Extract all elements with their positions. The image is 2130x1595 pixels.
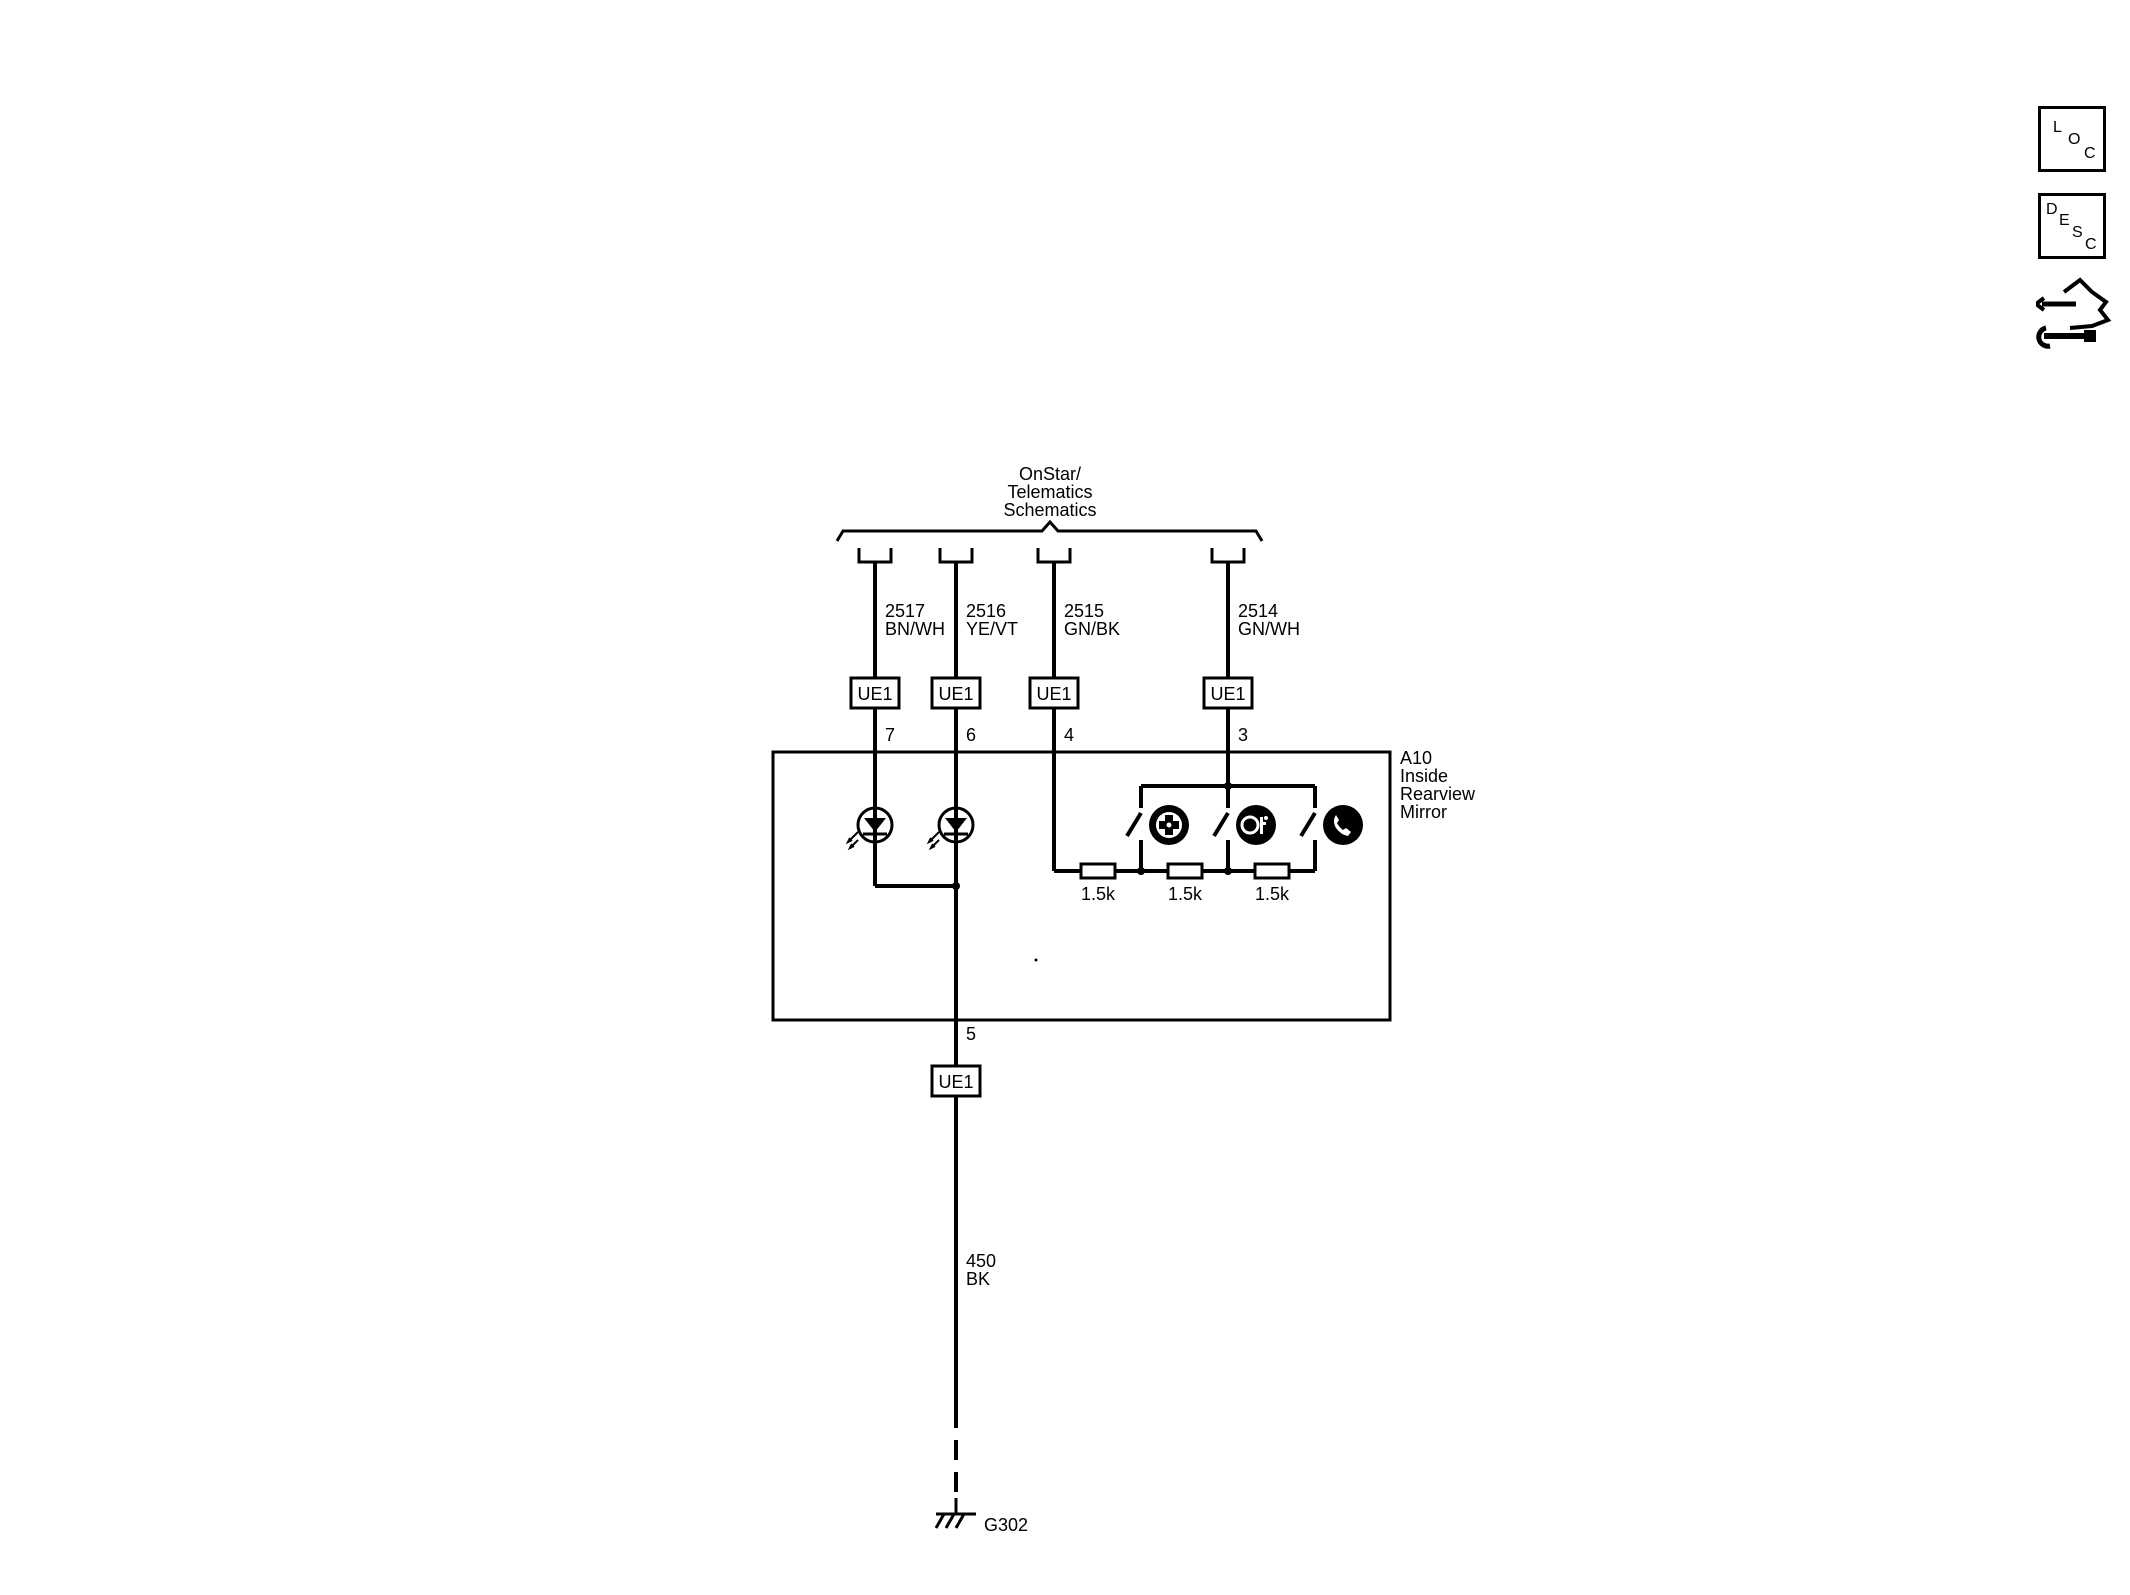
resistor-2: [1166, 862, 1204, 880]
wire-450-circuit: 450: [966, 1251, 996, 1271]
component-ref: A10: [1400, 748, 1432, 768]
led-indicator-2: [926, 806, 975, 851]
resistor-1-value: 1.5k: [1081, 884, 1116, 904]
ladder-node-1: [1137, 867, 1145, 875]
emergency-button-icon[interactable]: [1149, 805, 1189, 845]
onstar-button-icon[interactable]: [1236, 805, 1276, 845]
switch3-blade: [1299, 811, 1317, 838]
wire-2517-circuit: 2517: [885, 601, 925, 621]
connector-ue1-pin4[interactable]: UE1: [1028, 676, 1080, 710]
wire-2516-circuit: 2516: [966, 601, 1006, 621]
desc-letter-c: C: [2085, 236, 2097, 253]
loc-letter-o: O: [2068, 131, 2081, 148]
ladder-node-2: [1224, 867, 1232, 875]
input-stub-2514: [1210, 548, 1246, 564]
source-label-line3: Schematics: [1003, 500, 1096, 520]
desc-letter-e: E: [2059, 212, 2070, 229]
wire-2516-color: YE/VT: [966, 619, 1018, 639]
wire-2515-circuit: 2515: [1064, 601, 1104, 621]
input-stub-2516: [938, 548, 974, 564]
pin-3: 3: [1238, 725, 1248, 745]
connector-ue1-pin7[interactable]: UE1: [849, 676, 901, 710]
resistor-2-value: 1.5k: [1168, 884, 1203, 904]
pin-5: 5: [966, 1024, 976, 1044]
switch1-blade: [1125, 811, 1143, 838]
wire-2514-color: GN/WH: [1238, 619, 1300, 639]
loc-button[interactable]: L O C: [2038, 106, 2106, 172]
ground-symbol-icon: [934, 1498, 976, 1529]
connector-label: UE1: [857, 684, 892, 704]
source-brace: [835, 519, 1264, 542]
desc-letter-s: S: [2072, 224, 2083, 241]
connector-label: UE1: [938, 684, 973, 704]
connector-label: UE1: [938, 1072, 973, 1092]
input-stub-2517: [857, 548, 893, 564]
resistor-1: [1079, 862, 1117, 880]
phone-button-icon[interactable]: [1323, 805, 1363, 845]
wire-2517-color: BN/WH: [885, 619, 945, 639]
source-label-line2: Telematics: [1007, 482, 1092, 502]
desc-button[interactable]: D E S C: [2038, 193, 2106, 259]
connector-label: UE1: [1210, 684, 1245, 704]
wire-2514-circuit: 2514: [1238, 601, 1278, 621]
a10-inside-rearview-mirror-box[interactable]: [771, 750, 1392, 1022]
connector-label: UE1: [1036, 684, 1071, 704]
wire-2515-color: GN/BK: [1064, 619, 1120, 639]
switch2-blade: [1212, 811, 1230, 838]
desc-letter-d: D: [2046, 201, 2058, 218]
resistor-3: [1253, 862, 1291, 880]
onstar-telematics-reference[interactable]: OnStar/ Telematics Schematics: [835, 464, 1264, 542]
pin-6: 6: [966, 725, 976, 745]
connector-ue1-pin3[interactable]: UE1: [1202, 676, 1254, 710]
ground-label[interactable]: G302: [984, 1515, 1028, 1535]
component-name-line1: Inside: [1400, 766, 1448, 786]
connector-wrench-button[interactable]: [2032, 276, 2116, 356]
wire-450-color: BK: [966, 1269, 990, 1289]
connector-ue1-pin6[interactable]: UE1: [930, 676, 982, 710]
pin-4: 4: [1064, 725, 1074, 745]
resistor-3-value: 1.5k: [1255, 884, 1290, 904]
pin-7: 7: [885, 725, 895, 745]
led-indicator-1: [845, 806, 894, 851]
component-name-line2: Rearview: [1400, 784, 1476, 804]
connector-ue1-pin5[interactable]: UE1: [930, 1064, 982, 1098]
source-label-line1: OnStar/: [1019, 464, 1081, 484]
input-stub-2515: [1036, 548, 1072, 564]
connector-wrench-icon: [2032, 277, 2112, 349]
component-name-line3: Mirror: [1400, 802, 1447, 822]
loc-letter-c: C: [2084, 145, 2096, 162]
module-marker-dot: [1034, 958, 1038, 962]
loc-letter-l: L: [2053, 119, 2062, 136]
